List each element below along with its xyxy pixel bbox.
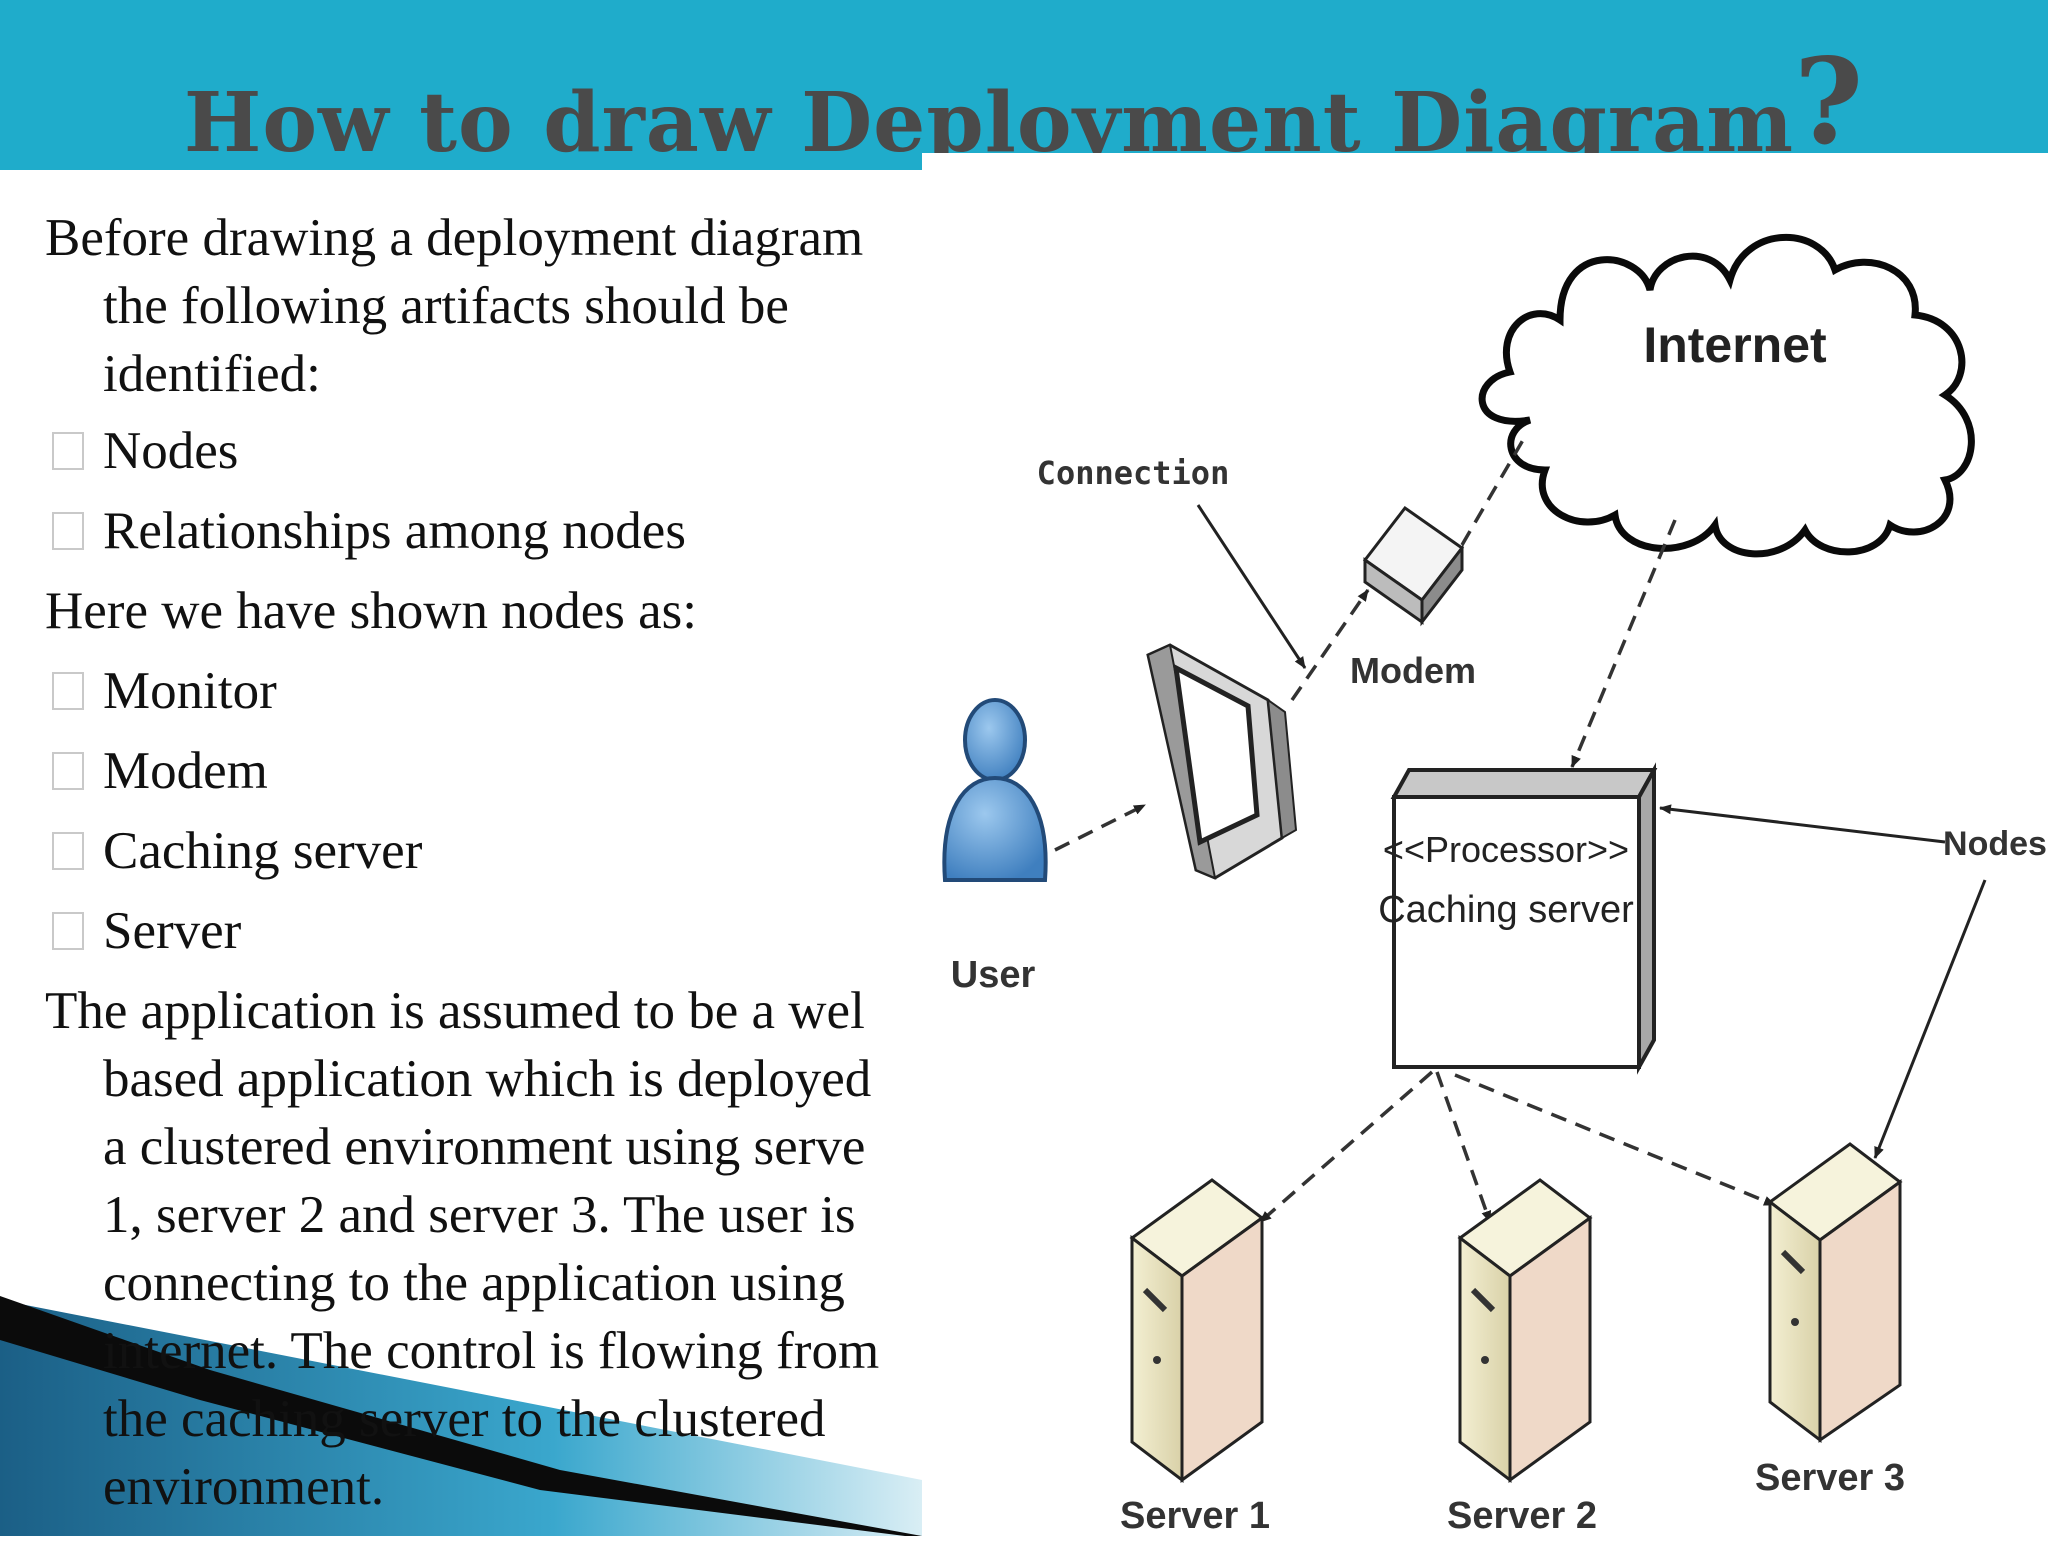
- bullet-box-icon: [52, 512, 84, 550]
- deployment-diagram-panel: Internet Connection Modem User: [922, 153, 2048, 1537]
- connection-pointer-arrow: [1196, 504, 1307, 669]
- caching-server-label: Caching server: [1378, 889, 1634, 931]
- intro-line: identified:: [103, 345, 321, 403]
- artifact-item: Relationships among nodes: [103, 502, 686, 560]
- monitor-modem-connector: [1290, 589, 1370, 701]
- server-3-label: Server 3: [1755, 1457, 1905, 1499]
- title-question-mark: ?: [1794, 32, 1865, 171]
- server-2-label: Server 2: [1447, 1495, 1597, 1536]
- description-line: the caching server to the clustered: [103, 1390, 826, 1448]
- intro-line: the following artifacts should be: [103, 277, 789, 335]
- node-item: Server: [103, 902, 242, 960]
- node-item: Modem: [103, 742, 268, 800]
- description-line: environment.: [103, 1458, 385, 1516]
- bullet-box-icon: [52, 832, 84, 870]
- description-line: internet. The control is flowing from: [103, 1322, 880, 1380]
- text-panel: Before drawing a deployment diagram the …: [0, 170, 922, 1536]
- intro-line: Before drawing a deployment diagram: [45, 209, 864, 267]
- server-3-icon: [1767, 1142, 1903, 1444]
- artifact-item: Nodes: [103, 422, 239, 480]
- internet-label: Internet: [1643, 317, 1827, 373]
- internet-cloud-icon: [1478, 234, 1975, 558]
- description-line: connecting to the application using: [103, 1254, 845, 1312]
- cache-server3-connector: [1454, 1073, 1776, 1207]
- nodes-pointer-arrow: [1659, 804, 1946, 844]
- internet-cache-connector: [1570, 519, 1677, 768]
- title-bar: How to draw Deployment Diagram?: [0, 0, 2048, 171]
- server-1-icon: [1129, 1178, 1265, 1484]
- node-item: Caching server: [103, 822, 423, 880]
- bullet-box-icon: [52, 752, 84, 790]
- description-line: based application which is deployed: [103, 1050, 872, 1108]
- bullet-box-icon: [52, 912, 84, 950]
- connection-label: Connection: [1037, 454, 1230, 492]
- bullet-box-icon: [52, 672, 84, 710]
- user-icon: [942, 698, 1048, 882]
- description-line: 1, server 2 and server 3. The user is: [103, 1186, 856, 1244]
- user-label: User: [951, 954, 1036, 996]
- description-line: The application is assumed to be a wel: [45, 982, 865, 1040]
- modem-internet-connector: [1460, 439, 1525, 546]
- nodes-heading: Here we have shown nodes as:: [45, 582, 697, 640]
- caching-server-node: [1390, 762, 1658, 1075]
- nodes-label: Nodes: [1943, 825, 2047, 863]
- modem-icon: [1362, 505, 1465, 627]
- cache-server2-connector: [1435, 1071, 1492, 1223]
- bullet-box-icon: [52, 432, 84, 470]
- cache-server1-connector: [1258, 1070, 1434, 1224]
- description-line: a clustered environment using serve: [103, 1118, 866, 1176]
- server-2-icon: [1457, 1178, 1593, 1484]
- monitor-icon: [1146, 643, 1298, 880]
- nodes-pointer-arrow: [1873, 879, 1987, 1159]
- processor-stereotype-label: <<Processor>>: [1383, 829, 1629, 870]
- server-1-label: Server 1: [1120, 1495, 1270, 1536]
- modem-label: Modem: [1350, 650, 1476, 691]
- user-monitor-connector: [1054, 803, 1146, 852]
- corner-swoosh-decoration: [0, 1296, 922, 1536]
- deployment-diagram: Internet Connection Modem User: [942, 234, 2047, 1537]
- node-item: Monitor: [103, 662, 277, 720]
